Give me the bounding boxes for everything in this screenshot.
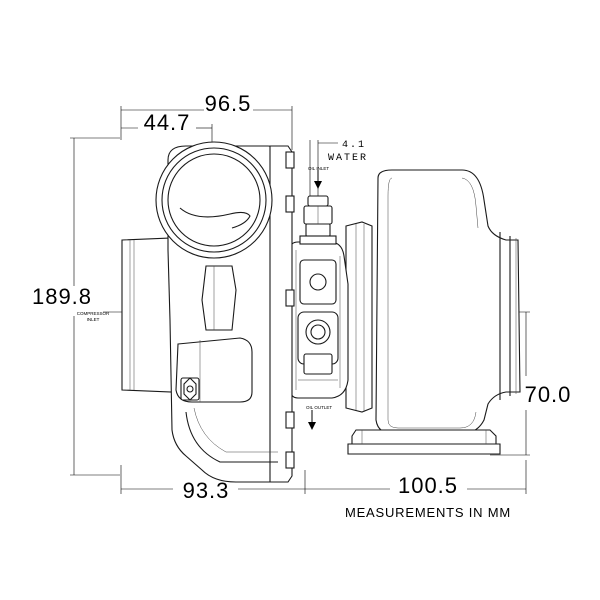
- caption: MEASUREMENTS IN MM: [345, 505, 511, 520]
- dim-height: 189.8: [32, 284, 92, 309]
- turbine-housing: [345, 169, 521, 455]
- oil-outlet-label: OIL OUTLET: [306, 405, 332, 410]
- compressor-label: COMPRESSOR: [77, 311, 110, 316]
- oil-inlet-label: OIL INLET: [308, 166, 329, 171]
- water-label: WATER: [328, 153, 368, 164]
- inlet-label: INLET: [87, 317, 100, 322]
- dimension-labels: 96.5 44.7 4.1 WATER OIL INLET 189.8 COMP…: [32, 91, 572, 520]
- dim-bottom-right: 100.5: [398, 473, 458, 498]
- dim-turbine-height: 70.0: [525, 382, 572, 407]
- dim-water: 4.1: [342, 140, 366, 151]
- bearing-housing: [289, 195, 349, 399]
- dim-bottom-left: 93.3: [183, 478, 230, 503]
- compressor-housing: [121, 141, 295, 483]
- dim-top-inner: 44.7: [144, 110, 191, 135]
- dim-top-overall: 96.5: [205, 91, 252, 116]
- dimension-lines: [70, 106, 530, 494]
